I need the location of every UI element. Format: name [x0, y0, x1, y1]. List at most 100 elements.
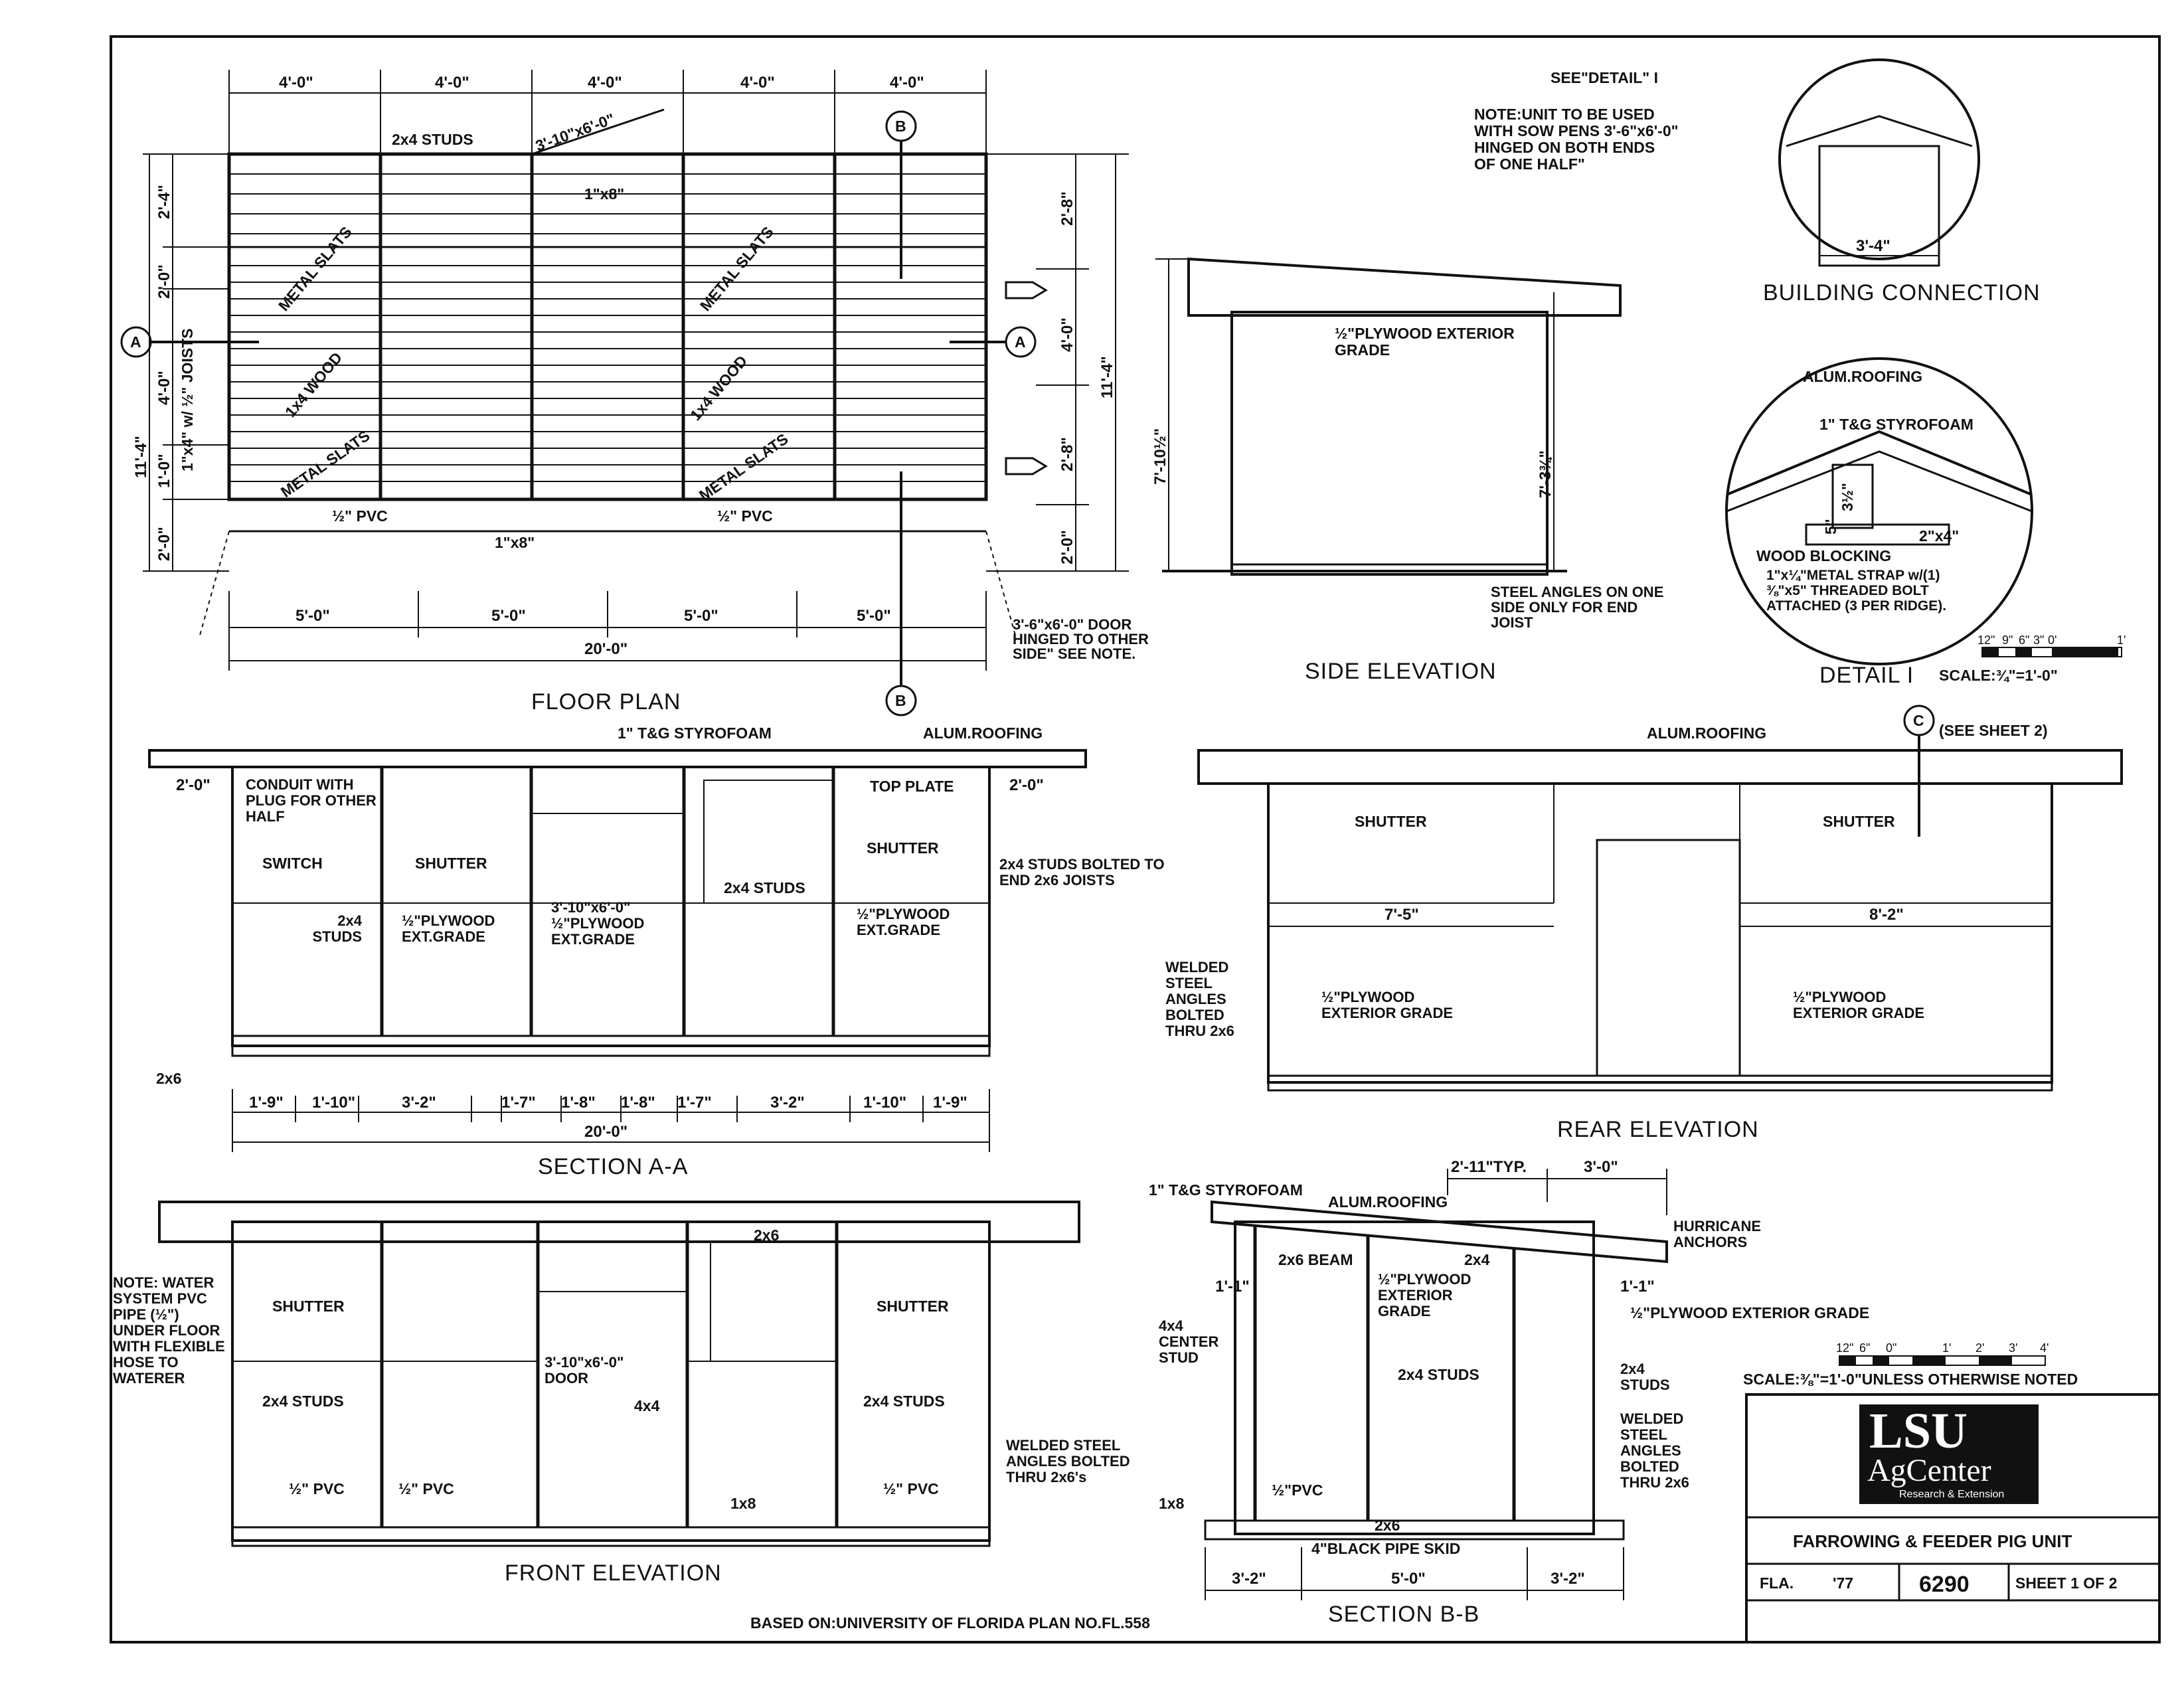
rear-elevation-view: ALUM.ROOFING C (SEE SHEET 2) SHUTTER SHU… — [1165, 705, 2123, 1142]
front-elevation-angles: WELDED STEEL ANGLES BOLTED THRU 2x6's — [1006, 1438, 1130, 1485]
section-aa-dim-4: 1'-7" — [501, 1094, 536, 1112]
general-scale-tick-3: 0" — [1886, 1341, 1896, 1355]
rear-elevation-left-dim: 7'-5" — [1385, 906, 1419, 924]
section-bb-plywood-center: ½"PLYWOOD EXTERIOR GRADE — [1378, 1272, 1471, 1319]
section-bb-bottom-dim-1: 3'-2" — [1232, 1570, 1266, 1588]
section-aa-shutter-2: SHUTTER — [867, 839, 939, 857]
front-elevation-title: FRONT ELEVATION — [505, 1560, 722, 1586]
front-elevation-shutter-2: SHUTTER — [877, 1298, 949, 1315]
section-bb-bottom-dim-3: 3'-2" — [1551, 1570, 1585, 1588]
section-bb-foam: 1" T&G STYROFOAM — [1149, 1181, 1303, 1199]
floor-plan-door-opening-label: 3'-10"x6'-0" — [533, 110, 617, 155]
rear-elevation-shutter-2: SHUTTER — [1823, 813, 1895, 830]
logo-agcenter: AgCenter — [1867, 1453, 1991, 1488]
detail-1-lumber: 2"x4" — [1919, 527, 1959, 545]
floor-plan-left-dim-4: 1'-0" — [155, 454, 173, 488]
floor-plan-left-dim-1: 2'-4" — [155, 185, 173, 219]
floor-plan-studs-label: 2x4 STUDS — [392, 131, 473, 148]
rear-elevation-right-dim: 8'-2" — [1869, 906, 1904, 924]
floor-plan-right-overall: 11'-4" — [1098, 356, 1116, 398]
detail-1-foam-label: 1" T&G STYROFOAM — [1819, 416, 1974, 433]
rear-elevation-roof: ALUM.ROOFING — [1647, 724, 1766, 742]
section-b-marker-top: B — [885, 110, 917, 279]
building-connection-view: 3'-4" BUILDING CONNECTION — [1763, 58, 2040, 305]
section-bb-studs: 2x4 STUDS — [1398, 1366, 1479, 1383]
section-bb-title: SECTION B-B — [1328, 1602, 1479, 1627]
floor-plan-view: 4'-0" 4'-0" 4'-0" 4'-0" 4'-0" 5'-0" 5'-0… — [120, 70, 1149, 716]
logo-tagline: Research & Extension — [1899, 1489, 2004, 1500]
section-bb-pvc: ½"PVC — [1272, 1481, 1323, 1499]
detail-1-scale-tick-3: 6" — [2019, 633, 2029, 647]
section-aa-studs-bolted: 2x4 STUDS BOLTED TO END 2x6 JOISTS — [999, 857, 1165, 888]
floor-plan-bottom-dim-1: 5'-0" — [295, 607, 330, 625]
side-elevation-angles-label: STEEL ANGLES ON ONE SIDE ONLY FOR END JO… — [1491, 584, 1664, 631]
general-scale-tick-7: 4' — [2040, 1341, 2049, 1355]
front-elevation-view: NOTE: WATER SYSTEM PVC PIPE (½") UNDER F… — [113, 1201, 1130, 1586]
floor-plan-left-dim-2: 2'-0" — [155, 264, 173, 299]
detail-1-roof-label: ALUM.ROOFING — [1803, 368, 1922, 385]
floor-plan-top-dimension-line — [228, 70, 987, 154]
floor-plan-bottom-dim-4: 5'-0" — [857, 607, 891, 625]
section-bb-skid: 4"BLACK PIPE SKID — [1311, 1540, 1460, 1557]
floor-plan-wood-1: 1x4 WOOD — [282, 349, 345, 420]
floor-plan-pvc-1: ½" PVC — [332, 507, 388, 525]
floor-plan-left-overall: 11'-4" — [132, 436, 150, 478]
side-elevation-title: SIDE ELEVATION — [1305, 659, 1497, 684]
project-title: FARROWING & FEEDER PIG UNIT — [1793, 1531, 2072, 1551]
section-b-marker-bottom: B — [885, 471, 917, 716]
title-year: '77 — [1833, 1574, 1853, 1592]
front-elevation-pvc-2: ½" PVC — [398, 1480, 454, 1497]
section-aa-plywood-2: ½"PLYWOOD EXT.GRADE — [857, 906, 950, 938]
svg-text:B: B — [895, 692, 906, 709]
building-connection-dim: 3'-4" — [1856, 237, 1890, 255]
section-aa-title: SECTION A-A — [538, 1154, 688, 1179]
front-elevation-water-note: NOTE: WATER SYSTEM PVC PIPE (½") UNDER F… — [113, 1275, 225, 1387]
detail-1-scale-tick-4: 3" — [2033, 633, 2044, 647]
section-a-marker-right: A — [950, 326, 1037, 358]
sheet-border — [110, 35, 2161, 1643]
detail-1-scale-tick-6: 1' — [2117, 633, 2126, 647]
rear-elevation-shutter-1: SHUTTER — [1355, 813, 1427, 830]
section-bb-center-stud: 4x4 CENTER STUD — [1159, 1318, 1219, 1366]
section-aa-dim-9: 1'-10" — [863, 1094, 906, 1112]
floor-plan-slats-1: METAL SLATS — [275, 223, 355, 314]
section-bb-left-dim: 1'-1" — [1215, 1278, 1250, 1296]
rear-elevation-angles: WELDED STEEL ANGLES BOLTED THRU 2x6 — [1165, 960, 1234, 1039]
front-elevation-post: 4x4 — [634, 1397, 660, 1414]
detail-1-scale-bar — [1981, 647, 2122, 657]
floor-plan-bottom-dim-2: 5'-0" — [491, 607, 526, 625]
floor-plan-title: FLOOR PLAN — [531, 689, 681, 715]
title-block: LSU AgCenter Research & Extension FARROW… — [1745, 1393, 2161, 1643]
section-bb-2x4: 2x4 — [1464, 1251, 1490, 1268]
section-aa-overall: 20'-0" — [584, 1123, 628, 1141]
side-elevation-view: 7'-10½" 7'-3¾" ½"PLYWOOD EXTERIOR GRADE … — [1151, 257, 1664, 684]
front-elevation-2x6: 2x6 — [754, 1226, 779, 1244]
section-bb-view: 2'-11"TYP. 3'-0" 1" T&G STYROFOAM ALUM.R… — [1149, 1158, 1869, 1627]
general-scale-tick-1: 12" — [1836, 1341, 1853, 1355]
side-elevation-plywood-label: ½"PLYWOOD EXTERIOR GRADE — [1335, 325, 1515, 359]
floor-plan-joists-label: 1"x4" w/ ½" JOISTS — [179, 328, 196, 471]
rear-elevation-plywood-2: ½"PLYWOOD EXTERIOR GRADE — [1793, 989, 1925, 1021]
floor-plan-top-dim-4: 4'-0" — [740, 74, 775, 92]
rear-elevation-see-sheet: (SEE SHEET 2) — [1939, 722, 2048, 739]
floor-plan-slats-2: METAL SLATS — [697, 223, 777, 314]
floor-plan-overall-dim: 20'-0" — [584, 640, 628, 658]
section-bb-beam: 2x6 BEAM — [1278, 1251, 1353, 1268]
detail-1-strap-label: 1"x¼"METAL STRAP w/(1) ⅜"x5" THREADED BO… — [1766, 568, 1947, 614]
floor-plan-right-dim-2: 4'-0" — [1058, 317, 1076, 352]
front-elevation-pvc-1: ½" PVC — [289, 1480, 345, 1497]
front-elevation-door: 3'-10"x6'-0" DOOR — [545, 1355, 624, 1387]
floor-plan-wood-2: 1x4 WOOD — [687, 352, 750, 424]
section-aa-top-plate: TOP PLATE — [870, 778, 954, 795]
title-state: FLA. — [1760, 1574, 1794, 1592]
front-elevation-studs-1: 2x4 STUDS — [262, 1392, 344, 1410]
general-scale-tick-5: 2' — [1975, 1341, 1984, 1355]
section-bb-bottom-dim-2: 5'-0" — [1391, 1570, 1426, 1588]
section-bb-top-dim-2: 3'-0" — [1584, 1158, 1618, 1176]
rear-elevation-plywood-1: ½"PLYWOOD EXTERIOR GRADE — [1321, 989, 1454, 1021]
svg-text:A: A — [130, 333, 141, 351]
detail-1-view: ALUM.ROOFING 1" T&G STYROFOAM 3½" 5" 2"x… — [1725, 357, 2126, 688]
side-elevation-left-height: 7'-10½" — [1151, 428, 1169, 485]
front-elevation-shutter-1: SHUTTER — [272, 1298, 345, 1315]
